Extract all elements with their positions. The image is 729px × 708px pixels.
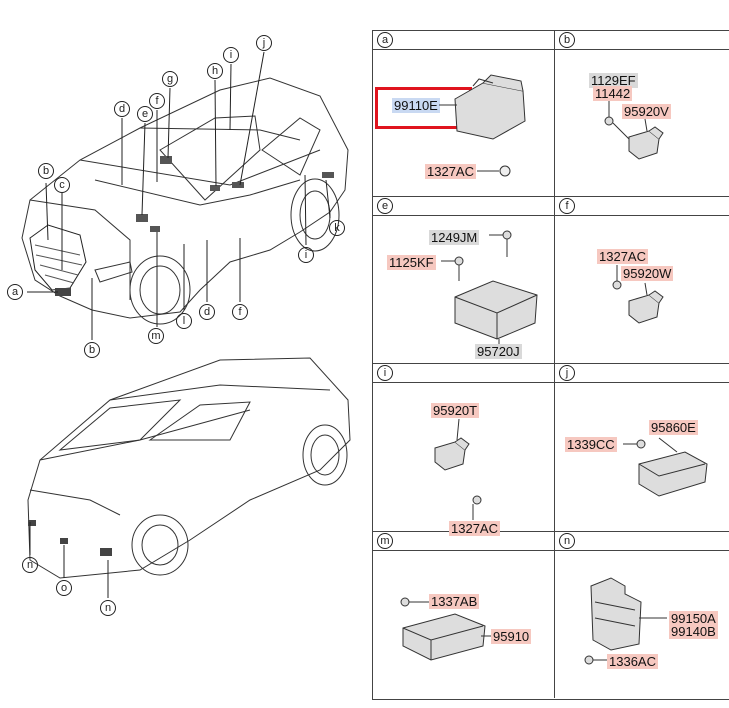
callout-f-bottom: f <box>232 304 248 320</box>
part-95920V[interactable]: 95920V <box>622 104 671 119</box>
airbag-module-icon <box>400 597 491 661</box>
callout-j: j <box>256 35 272 51</box>
cell-j: j 95860E 1339CC <box>555 364 729 531</box>
part-99110E[interactable]: 99110E <box>392 98 440 113</box>
rear-wheel-right <box>302 424 348 486</box>
part-95920T[interactable]: 95920T <box>431 403 480 418</box>
callout-g: g <box>162 71 178 87</box>
rear-car-outline <box>27 357 351 579</box>
radar-n-icon <box>584 577 667 665</box>
callout-f-top: f <box>149 93 165 109</box>
grid-row-4: m 1337AB 95910 n <box>373 532 729 698</box>
cell-letter-n: n <box>559 533 575 549</box>
callout-b-bottom: b <box>84 342 100 358</box>
part-95860E[interactable]: 95860E <box>649 420 698 435</box>
cell-letter-f: f <box>559 198 575 214</box>
part-1327AC-a[interactable]: 1327AC <box>425 164 476 179</box>
part-1327AC-f[interactable]: 1327AC <box>597 249 648 264</box>
part-95920W[interactable]: 95920W <box>621 266 674 281</box>
cell-letter-i: i <box>377 365 393 381</box>
front-grille <box>29 224 87 291</box>
cell-letter-j: j <box>559 365 575 381</box>
sensor-f-icon <box>612 265 664 324</box>
grid-row-1: a 99110E 1327AC b 1129EF 11442 95920V <box>373 31 729 197</box>
callout-d-bottom: d <box>199 304 215 320</box>
grid-row-2: e 1249JM 1125KF 95720J f <box>373 197 729 364</box>
callout-a: a <box>7 284 23 300</box>
part-1327AC-i[interactable]: 1327AC <box>449 521 500 536</box>
grid-row-3: i 95920T 1327AC j 95860E 1339CC <box>373 364 729 536</box>
cell-e: e 1249JM 1125KF 95720J <box>373 197 555 363</box>
cell-letter-b: b <box>559 32 575 48</box>
callout-i-bottom: i <box>298 247 314 263</box>
cell-f: f 1327AC 95920W <box>555 197 729 363</box>
vehicle-illustration-panel: a b b c d d e f f g h i i j k l m n n o <box>7 35 351 616</box>
part-95720J[interactable]: 95720J <box>475 344 522 359</box>
cell-b: b 1129EF 11442 95920V <box>555 31 729 196</box>
cell-i: i 95920T 1327AC <box>373 364 555 536</box>
part-1336AC[interactable]: 1336AC <box>607 654 658 669</box>
part-1337AB[interactable]: 1337AB <box>429 594 480 609</box>
callout-b-top: b <box>38 163 54 179</box>
cell-n: n 99150A 99140B 1336AC <box>555 532 729 698</box>
part-99140B[interactable]: 99140B <box>669 624 718 639</box>
callout-o: o <box>56 580 72 596</box>
front-wheel-right <box>290 178 340 252</box>
sensor-b-icon <box>604 101 664 160</box>
module-j-icon <box>623 437 708 497</box>
callout-d-top: d <box>114 101 130 117</box>
cell-m: m 1337AB 95910 <box>373 532 555 698</box>
callout-m: m <box>148 328 164 344</box>
callout-i-top: i <box>223 47 239 63</box>
callout-l: l <box>176 313 192 329</box>
part-1339CC[interactable]: 1339CC <box>565 437 617 452</box>
part-99150A[interactable]: 99150A <box>669 611 718 626</box>
cell-letter-a: a <box>377 32 393 48</box>
front-car-outline <box>21 77 349 319</box>
radar-module-icon <box>439 74 526 177</box>
part-11442[interactable]: 11442 <box>593 86 633 101</box>
sensor-i-icon <box>434 418 482 520</box>
part-95910[interactable]: 95910 <box>491 629 532 644</box>
callout-e: e <box>137 106 153 122</box>
callout-n-bottom: n <box>100 600 116 616</box>
front-wheel-left <box>129 255 191 325</box>
cell-a: a 99110E 1327AC <box>373 31 555 196</box>
rear-taillight <box>29 489 121 516</box>
callout-h: h <box>207 63 223 79</box>
cell-letter-m: m <box>377 533 393 549</box>
vehicle-drawings <box>21 51 351 598</box>
callout-n-left: n <box>22 557 38 573</box>
callout-k: k <box>329 220 345 236</box>
part-1125KF[interactable]: 1125KF <box>387 255 436 270</box>
callout-c: c <box>54 177 70 193</box>
cell-letter-e: e <box>377 198 393 214</box>
parts-grid: a 99110E 1327AC b 1129EF 11442 95920V <box>372 30 729 700</box>
ecu-e-icon <box>441 230 538 347</box>
rear-wheel-left <box>131 514 189 576</box>
part-1249JM[interactable]: 1249JM <box>429 230 480 245</box>
part-1129EF[interactable]: 1129EF <box>589 73 638 88</box>
